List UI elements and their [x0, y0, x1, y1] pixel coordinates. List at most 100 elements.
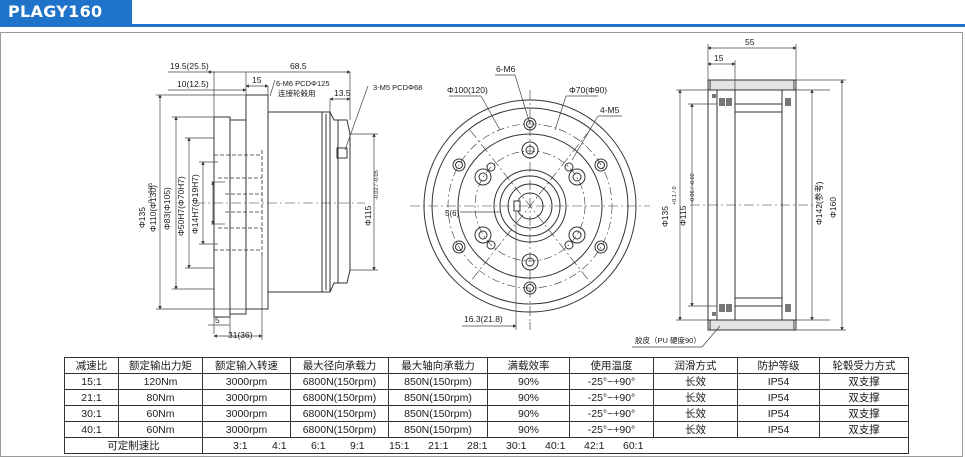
col-hub-support: 轮毂受力方式: [819, 357, 909, 374]
dim-16-3: 16.3(21.8): [464, 314, 503, 324]
dim-hub-note: 连接轮毂用: [278, 88, 316, 98]
table-cell: 120Nm: [118, 373, 203, 390]
table-cell: 3000rpm: [202, 421, 291, 438]
dim-13-5: 13.5: [334, 88, 351, 98]
dim-hub-115-tol: -0.06 / -0.02: [690, 173, 696, 203]
col-protection: 防护等级: [737, 357, 820, 374]
custom-ratio: 60:1: [623, 439, 644, 452]
dim-5: 5: [215, 315, 220, 325]
table-cell: 3000rpm: [202, 373, 291, 390]
dim-83: Φ83(Φ105): [162, 187, 172, 230]
dim-hub-115: Φ115: [678, 205, 688, 226]
dim-6-m6-front: 6-M6: [496, 64, 516, 74]
table-cell: IP54: [737, 389, 820, 406]
table-cell: -25°~+90°: [569, 389, 654, 406]
col-efficiency: 满载效率: [487, 357, 570, 374]
custom-ratio: 4:1: [272, 439, 287, 452]
table-cell: 双支撑: [819, 421, 909, 438]
table-cell: 850N(150rpm): [388, 421, 488, 438]
dim-135: Φ135: [137, 207, 147, 228]
dim-115-tol: -0.02 / -0.05: [374, 170, 380, 200]
table-cell: 90%: [487, 389, 570, 406]
dim-phi70: Φ70(Φ90): [569, 85, 607, 95]
dim-14h7: Φ14H7(Φ19H7): [190, 174, 200, 234]
table-cell: 3000rpm: [202, 405, 291, 422]
table-cell: 6800N(150rpm): [290, 405, 389, 422]
table-cell: 80Nm: [118, 389, 203, 406]
table-row: 30:1 60Nm 3000rpm 6800N(150rpm) 850N(150…: [64, 405, 909, 422]
side-input-flange: [213, 116, 231, 318]
dim-hub-135: Φ135: [660, 206, 670, 227]
table-cell: 6800N(150rpm): [290, 389, 389, 406]
dim-hub-160: Φ160: [828, 197, 838, 218]
col-rated-speed: 额定输入转速: [202, 357, 291, 374]
table-cell: 21:1: [64, 389, 119, 406]
dim-hub-135-tol: +0.1 / 0: [672, 186, 678, 205]
custom-ratio: 42:1: [584, 439, 605, 452]
table-cell: 30:1: [64, 405, 119, 422]
table-cell: -25°~+90°: [569, 421, 654, 438]
front-view-labels: 6-M6 Φ100(120) Φ70(Φ90) 4-M5 5(6) 16.3(2…: [445, 64, 620, 324]
dim-6-m6: 6-M6 PCDΦ125: [276, 79, 330, 88]
table-cell: 长效: [653, 389, 738, 406]
custom-ratio-label: 可定制速比: [64, 437, 203, 454]
table-cell: 6800N(150rpm): [290, 421, 389, 438]
table-cell: 850N(150rpm): [388, 405, 488, 422]
dim-15-hub: 15: [714, 53, 724, 63]
custom-ratio: 15:1: [389, 439, 410, 452]
dim-68-5: 68.5: [290, 61, 307, 71]
dim-10: 10(12.5): [177, 79, 209, 89]
dim-55: 55: [745, 37, 755, 47]
col-lubrication: 润滑方式: [653, 357, 738, 374]
side-view-labels: 19.5(25.5) 68.5 10(12.5) 15 6-M6 PCDΦ125…: [137, 61, 422, 340]
dim-110: Φ110(Φ130): [148, 185, 158, 232]
table-cell: 850N(150rpm): [388, 389, 488, 406]
table-cell: 双支撑: [819, 389, 909, 406]
custom-ratio: 40:1: [545, 439, 566, 452]
front-bolt-holes: [452, 117, 608, 295]
table-cell: 15:1: [64, 373, 119, 390]
front-inner-holes: [486, 162, 574, 250]
custom-ratio: 21:1: [428, 439, 449, 452]
dim-135-tol: 0 / -0.05: [148, 183, 154, 203]
table-cell: 60Nm: [118, 405, 203, 422]
front-view: [410, 74, 650, 330]
col-rated-torque: 额定输出力矩: [118, 357, 203, 374]
dim-31: 31(36): [228, 330, 253, 340]
table-cell: 双支撑: [819, 405, 909, 422]
table-row: 15:1 120Nm 3000rpm 6800N(150rpm) 850N(15…: [64, 373, 909, 390]
table-cell: 双支撑: [819, 373, 909, 390]
col-axial-load: 最大轴向承载力: [388, 357, 488, 374]
dim-3-m5: 3-M5 PCDΦ68: [373, 83, 422, 92]
table-cell: 90%: [487, 405, 570, 422]
side-view: [156, 70, 378, 340]
table-header-row: 减速比 额定输出力矩 额定输入转速 最大径向承载力 最大轴向承载力 满载效率 使…: [64, 357, 909, 374]
table-row: 21:1 80Nm 3000rpm 6800N(150rpm) 850N(150…: [64, 389, 909, 406]
table-cell: IP54: [737, 373, 820, 390]
dim-phi100: Φ100(120): [447, 85, 488, 95]
custom-ratio: 6:1: [311, 439, 326, 452]
table-cell: IP54: [737, 421, 820, 438]
table-row: 40:1 60Nm 3000rpm 6800N(150rpm) 850N(150…: [64, 421, 909, 438]
product-title: PLAGY160: [0, 0, 132, 24]
table-cell: -25°~+90°: [569, 405, 654, 422]
table-cell: 长效: [653, 405, 738, 422]
title-rule: [0, 24, 965, 27]
col-temperature: 使用温度: [569, 357, 654, 374]
table-cell: 6800N(150rpm): [290, 373, 389, 390]
dim-5-6: 5(6): [445, 209, 460, 218]
custom-ratio: 3:1: [233, 439, 248, 452]
dim-19-5: 19.5(25.5): [170, 61, 209, 71]
dim-hub-142: Φ142(参考): [814, 181, 824, 225]
dim-115: Φ115: [363, 205, 373, 226]
dim-15: 15: [252, 75, 262, 85]
table-cell: 40:1: [64, 421, 119, 438]
col-ratio: 减速比: [64, 357, 119, 374]
front-mid-bolts: [474, 141, 586, 271]
custom-ratio: 28:1: [467, 439, 488, 452]
table-cell: 长效: [653, 421, 738, 438]
custom-ratio: 30:1: [506, 439, 527, 452]
